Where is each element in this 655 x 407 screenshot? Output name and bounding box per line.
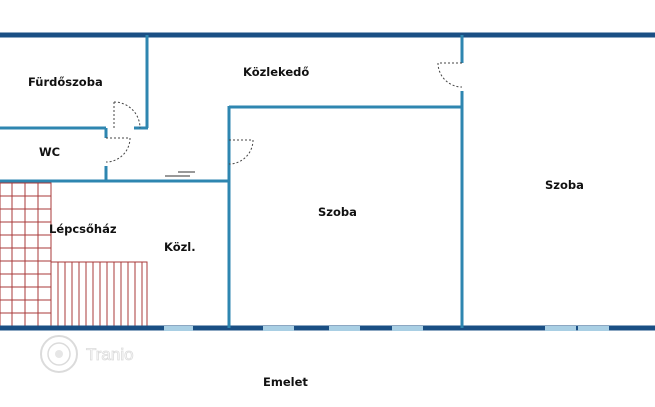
room-label-szoba-middle: Szoba [318,205,357,219]
room-label-szoba-right: Szoba [545,178,584,192]
watermark-text: Tranio [86,345,134,364]
room-label-lepcsohaz: Lépcsőház [49,222,117,236]
room-label-furdoszoba: Fürdőszoba [28,75,103,89]
door-swings [105,62,463,165]
room-label-kozlekedo: Közlekedő [243,65,309,79]
room-label-kozl: Közl. [164,240,196,254]
staircase-left [0,182,52,329]
room-label-wc: WC [39,145,60,159]
step-mark [165,171,195,177]
floor-caption: Emelet [263,375,308,389]
windows [164,326,609,331]
inner-walls [0,35,464,328]
watermark: Tranio [40,335,134,373]
staircase-bottom [50,261,148,329]
